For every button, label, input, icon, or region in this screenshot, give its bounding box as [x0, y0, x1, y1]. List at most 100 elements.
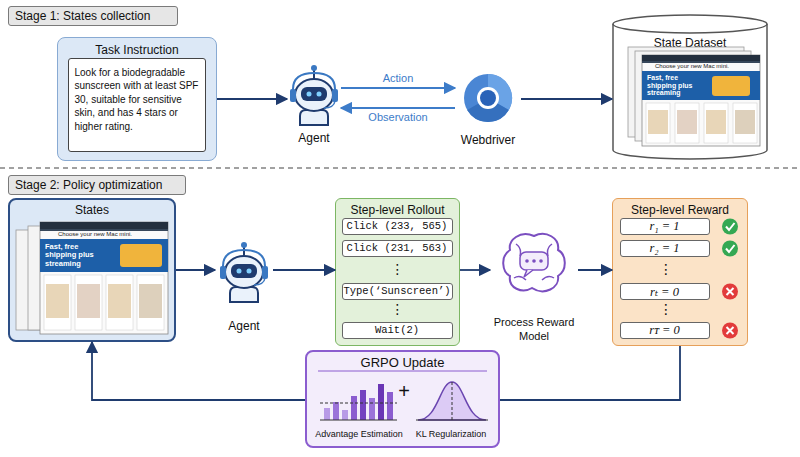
node-text: Advantage Estimation: [309, 429, 409, 439]
node-text: rᴛ = 0: [621, 323, 709, 338]
screenshot-stack: [46, 284, 69, 318]
node-text: States: [10, 203, 174, 217]
stage-tab: Stage 1: States collection: [8, 6, 178, 26]
node-text: Agent: [277, 131, 351, 145]
screenshot-stack: [642, 55, 760, 146]
instruction-panel: Task InstructionLook for a biodegradable…: [57, 37, 217, 161]
reward-model-node: Process Reward Model: [490, 230, 578, 348]
flow-arrow: [341, 107, 455, 109]
screenshot-stack: [106, 275, 133, 330]
flow-arrow: [92, 342, 305, 400]
screenshot-stack: [44, 275, 71, 330]
node-text: Step-level Reward: [613, 203, 747, 217]
robot-icon: [220, 242, 268, 302]
browser-icon: [488, 74, 512, 110]
action-step: Type(‘Sunscreen’): [342, 283, 453, 300]
action-step: Click (231, 563): [342, 240, 453, 257]
screenshot-stack: [735, 110, 755, 134]
flow-arrow: [217, 98, 287, 100]
screenshot-stack: [628, 47, 744, 137]
edge-label: Observation: [348, 111, 448, 123]
check-icon: [722, 219, 738, 257]
robot-icon: [290, 65, 338, 125]
brain-icon: [514, 244, 554, 280]
rollout-panel: Step-level Rollout ⋮ ⋮ Click (233, 565) Clic…: [335, 198, 460, 346]
node-text: rₜ = 0: [621, 284, 709, 300]
screenshot-stack: [75, 275, 102, 330]
brain-icon: [524, 270, 533, 277]
advantage-chart: [320, 403, 397, 404]
stage-separator: [0, 167, 800, 168]
node-text: ⋮: [336, 299, 459, 319]
screenshot-stack: [648, 110, 668, 134]
flow-arrow: [521, 98, 612, 100]
node-text: +: [395, 380, 413, 402]
states-panel: States: [8, 198, 176, 342]
screenshot-stack: [77, 284, 100, 318]
screenshot-stack: [642, 61, 760, 63]
node-text: Type(‘Sunscreen’): [343, 285, 452, 297]
reward-value: rᴛ = 0: [620, 322, 710, 339]
screenshot-text: Choose your new Mac mini.: [58, 231, 132, 237]
advantage-chart: [320, 420, 397, 421]
browser-icon: [477, 87, 499, 109]
screenshot-stack: [40, 222, 168, 229]
screenshot-stack: [704, 103, 728, 143]
screenshot-stack: [40, 239, 168, 272]
screenshot-stack: [635, 51, 751, 141]
node-text: Process Reward Model: [490, 316, 578, 344]
check-icon: [722, 219, 738, 235]
action-step: Click (233, 565): [342, 218, 453, 235]
advantage-chart: [351, 396, 357, 420]
check-icon: [726, 245, 735, 252]
cylinder-outline: [613, 24, 767, 33]
flow-arrow: [578, 269, 612, 271]
browser-icon: [467, 98, 509, 122]
reward-value: r₁ = 1: [620, 218, 710, 235]
brain-icon: [525, 259, 529, 263]
node-text: Step-level Rollout: [336, 203, 459, 217]
flow-arrow: [176, 269, 215, 271]
instruction-text-box: Look for a biodegradable sunscreen with …: [68, 58, 206, 152]
screenshot-text: Fast, free shipping plus streaming: [45, 243, 103, 268]
browser-icon: [464, 74, 512, 122]
advantage-chart: [324, 408, 330, 420]
node-text: KL Regularization: [405, 429, 497, 439]
flow-arrow: [273, 269, 335, 271]
cylinder-outline: [613, 15, 767, 159]
flow-arrow: [341, 87, 455, 89]
advantage-chart: [360, 390, 366, 420]
brain-icon: [520, 252, 548, 270]
screenshot-stack: [16, 222, 168, 334]
webdriver-node: Webdriver: [455, 70, 521, 150]
brain-icon: [503, 234, 565, 291]
kl-curve: [418, 382, 486, 420]
divider-line: [318, 371, 487, 372]
screenshot-stack: [108, 284, 131, 318]
screenshot-stack: [139, 284, 162, 318]
node-text: Look for a biodegradable sunscreen with …: [75, 66, 201, 134]
screenshot-stack: [733, 103, 757, 143]
node-text: Agent: [205, 319, 283, 333]
screenshot-text: Choose your new Mac mini.: [655, 63, 729, 69]
reward-value: r₂ = 1: [620, 240, 710, 257]
kl-curve: [452, 382, 453, 420]
node-text: Task Instruction: [58, 43, 216, 57]
brain-icon: [503, 234, 565, 291]
node-text: Wait(2): [343, 324, 452, 336]
screenshot-stack: [628, 47, 760, 146]
advantage-chart: [333, 402, 339, 420]
screenshot-stack: [642, 55, 760, 61]
screenshot-stack: [646, 103, 670, 143]
grpo-panel: GRPO Update+Advantage EstimationKL Regul…: [305, 350, 500, 448]
kl-curve: [416, 420, 488, 421]
agent-node: Agent: [215, 232, 273, 336]
node-text: ⋮: [336, 259, 459, 279]
screenshot-stack: [120, 244, 162, 267]
node-text: ⋮: [621, 259, 711, 279]
node-text: Stage 2: Policy optimization: [15, 178, 162, 192]
screenshot-stack: [40, 222, 168, 334]
check-icon: [726, 223, 735, 230]
node-text: Stage 1: States collection: [15, 9, 150, 23]
